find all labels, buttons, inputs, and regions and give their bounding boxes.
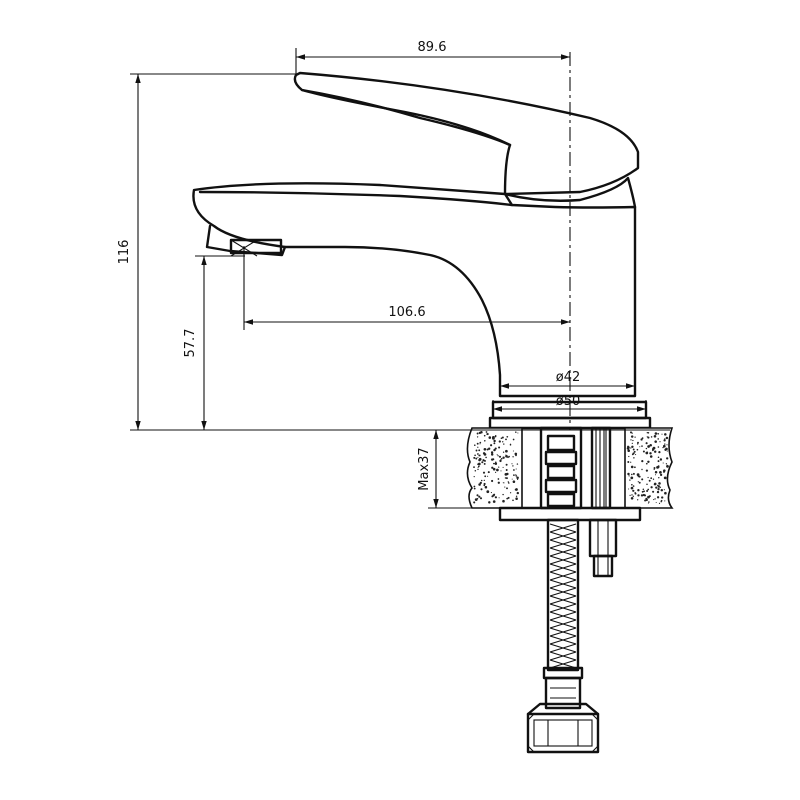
mounting-shank — [539, 426, 618, 578]
braided-hose — [526, 518, 600, 754]
dim-base-diameter: ø50 — [556, 394, 581, 409]
faucet-body — [192, 71, 652, 430]
fixing-plate — [498, 506, 642, 522]
base-ring — [488, 416, 652, 430]
hose-union-nut — [526, 712, 600, 754]
lever-handle — [293, 71, 640, 196]
cartridge-cap — [503, 176, 637, 209]
countertop-section — [466, 427, 674, 522]
countertop-left — [466, 427, 523, 509]
dim-spout-reach: 106.6 — [388, 305, 425, 320]
dim-total-height: 116 — [117, 240, 132, 265]
spout-top-edge — [198, 190, 514, 207]
dimension-lines: 89.6 116 57.7 106.6 ø42 ø50 Max37 — [117, 40, 670, 509]
granite-speckles — [473, 430, 669, 504]
dim-spout-height: 57.7 — [183, 329, 198, 358]
lever-crease — [300, 88, 512, 147]
spout — [192, 182, 637, 398]
dim-counter-thickness: Max37 — [417, 447, 432, 490]
dim-body-diameter: ø42 — [556, 370, 581, 385]
dim-top-width: 89.6 — [418, 40, 447, 55]
